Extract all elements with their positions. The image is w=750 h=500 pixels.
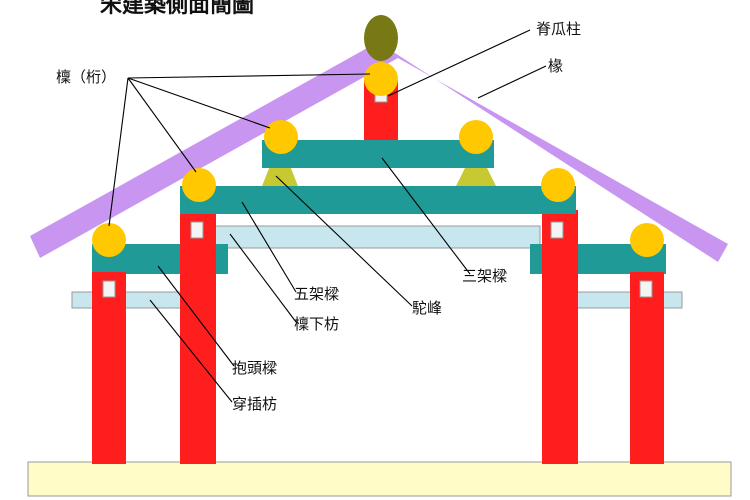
purlin-right-outer [630, 223, 664, 257]
label-purlin: 檁（桁） [56, 68, 116, 86]
label-three-beam: 三架樑 [462, 267, 507, 285]
left-chuancha-fang [71, 291, 185, 309]
purlin-left-outer [92, 223, 126, 257]
right-camel-hump [456, 166, 496, 186]
five-beam [180, 186, 576, 214]
purlin-right-upper [459, 120, 493, 154]
label-camel-hump: 駝峰 [412, 299, 442, 317]
label-chuancha-fang: 穿插枋 [232, 395, 277, 413]
label-rafter: 椽 [548, 57, 563, 75]
right-inner-column [542, 210, 578, 464]
purlin-right-middle [541, 168, 575, 202]
label-purlin-under-fang: 檁下枋 [294, 315, 339, 333]
right-rafter [378, 42, 728, 262]
base-platform [27, 461, 732, 497]
three-beam [262, 140, 494, 168]
diagram-title: 宋建築側面簡圖 [100, 0, 254, 18]
right-outer-column [630, 272, 664, 464]
left-outer-column [92, 272, 126, 464]
left-rafter [30, 42, 398, 258]
ridge-top-ornament [364, 15, 398, 61]
label-ridge-post: 脊瓜柱 [536, 20, 581, 38]
label-baotou-beam: 抱頭樑 [232, 359, 277, 377]
purlin-left-middle [182, 168, 216, 202]
purlin-ridge [364, 62, 398, 96]
left-camel-hump [262, 166, 298, 186]
purlin-left-upper [264, 120, 298, 154]
right-chuancha-fang [575, 291, 683, 309]
leader-lines [108, 29, 547, 403]
left-inner-column [180, 210, 216, 464]
label-five-beam: 五架樑 [294, 285, 339, 303]
